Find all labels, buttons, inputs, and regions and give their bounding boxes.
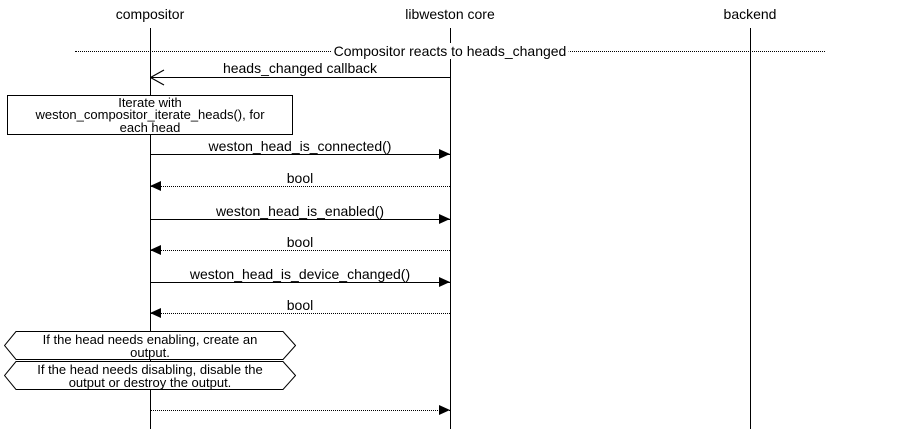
participant-compositor: compositor [115, 6, 185, 22]
message-label-is-device-changed: weston_head_is_device_changed() [189, 266, 411, 282]
condition-line: output. [130, 344, 170, 360]
condition-line: If the head needs disabling, disable the [37, 361, 263, 377]
lifeline-libweston-core [449, 28, 451, 429]
hexagon-shape [4, 361, 296, 390]
message-line-is-enabled [150, 219, 450, 220]
filled-arrowhead-left-icon [150, 245, 161, 255]
note-line: Iterate with [118, 95, 182, 110]
participant-libweston-core: libweston core [405, 6, 495, 22]
lifeline-backend [749, 28, 751, 429]
message-line-is-connected-return [150, 186, 450, 187]
filled-arrowhead-left-icon [150, 181, 161, 191]
divider-label: Compositor reacts to heads_changed [331, 43, 569, 59]
condition-line: output or destroy the output. [68, 374, 232, 390]
message-label-is-enabled-return: bool [286, 234, 314, 250]
message-line-heads-changed-callback [150, 77, 450, 78]
filled-arrowhead-right-icon [439, 405, 450, 415]
message-line-is-connected [150, 154, 450, 155]
message-label-is-device-changed-return: bool [286, 297, 314, 313]
note-line: weston_compositor_iterate_heads(), for [35, 107, 265, 123]
participant-backend: backend [723, 6, 777, 22]
open-arrowhead-left-icon [150, 69, 165, 86]
filled-arrowhead-right-icon [439, 149, 450, 159]
message-label-is-connected-return: bool [286, 170, 314, 186]
lifeline-compositor [149, 28, 151, 429]
note-line: each head [119, 119, 181, 135]
message-label-heads-changed-callback: heads_changed callback [222, 60, 378, 76]
filled-arrowhead-right-icon [439, 277, 450, 287]
condition-disabling: If the head needs disabling, disable the… [4, 361, 296, 390]
message-label-is-connected: weston_head_is_connected() [208, 138, 392, 154]
message-line-final-return [150, 410, 450, 411]
message-line-is-device-changed [150, 282, 450, 283]
filled-arrowhead-right-icon [439, 214, 450, 224]
filled-arrowhead-left-icon [150, 308, 161, 318]
message-line-is-device-changed-return [150, 313, 450, 314]
message-line-is-enabled-return [150, 250, 450, 251]
condition-enabling: If the head needs enabling, create an ou… [4, 331, 296, 360]
message-label-is-enabled: weston_head_is_enabled() [215, 203, 385, 219]
condition-line: If the head needs enabling, create an [42, 331, 258, 347]
hexagon-shape [4, 331, 296, 360]
note-iterate-heads: Iterate with weston_compositor_iterate_h… [7, 95, 293, 135]
